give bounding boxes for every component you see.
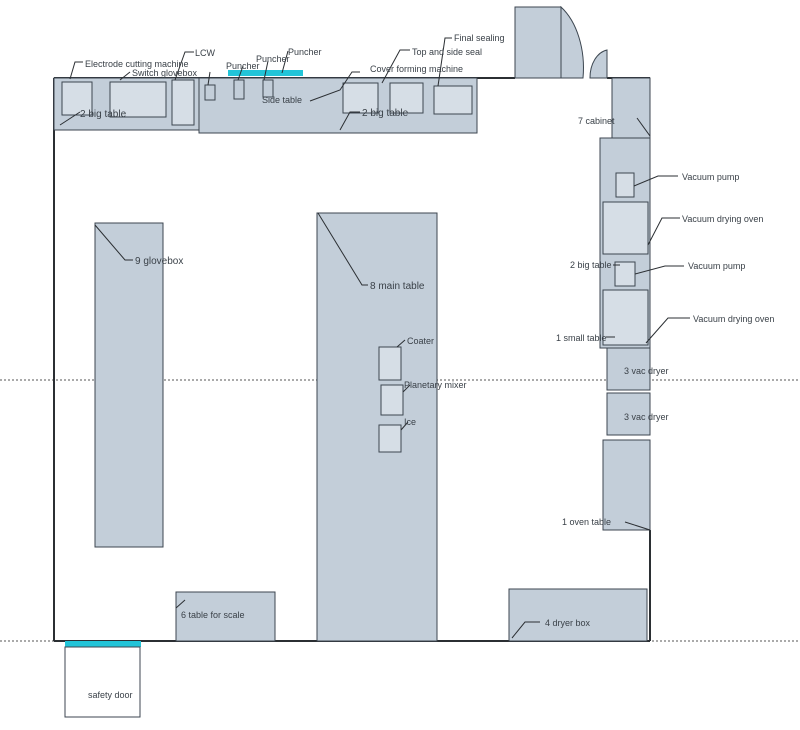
label-drying-box: 4 dryer box	[545, 618, 591, 628]
main-table	[316, 212, 438, 642]
equipment-bank-center	[198, 77, 478, 134]
switch-glove-box	[171, 79, 195, 126]
label-small-table-left: 2 big table	[80, 109, 127, 120]
label-vac-dryer-2: 3 vac dryer	[624, 412, 669, 422]
safety-door-band	[65, 641, 141, 647]
label-big-table-top: 2 big table	[362, 108, 409, 119]
lcw-unit	[204, 84, 216, 101]
label-big-table-right: 2 big table	[570, 260, 612, 270]
label-vacuum-pump-2: Vacuum pump	[688, 261, 745, 271]
label-coater: Coater	[407, 336, 434, 346]
label-puncher-3: Puncher	[288, 47, 322, 57]
safety-door-room[interactable]	[64, 646, 141, 718]
label-table-for-scale: 6 table for scale	[181, 610, 245, 620]
vacuum-pump-1-unit	[615, 172, 635, 198]
label-ice: Ice	[404, 417, 416, 427]
label-switch-glove: Switch glovebox	[132, 68, 198, 78]
label-vacuum-drying-oven-2: Vacuum drying oven	[693, 314, 774, 324]
puncher-unit-1	[233, 79, 245, 100]
label-vacuum-drying-oven-1: Vacuum drying oven	[682, 214, 763, 224]
coater-unit	[378, 346, 402, 381]
label-cutting-machine: Electrode cutting machine	[85, 59, 189, 69]
cover-forming-machine	[342, 82, 379, 114]
vac-dryer-1	[606, 347, 651, 391]
ice-unit	[378, 424, 402, 453]
label-safety-door: safety door	[88, 690, 133, 700]
label-final-sealing: Final sealing	[454, 33, 505, 43]
top-side-seal-machine	[389, 82, 424, 114]
label-puncher-2: Puncher	[256, 54, 290, 64]
oven-table	[602, 439, 651, 531]
leader-lines	[59, 37, 690, 639]
puncher-unit-2	[262, 79, 274, 98]
label-lcw: LCW	[195, 48, 216, 58]
cutting-machine	[109, 81, 167, 118]
label-planetary-mixer: Planetary mixer	[404, 380, 467, 390]
label-side-table: Side table	[262, 95, 302, 105]
small-table-top	[61, 81, 93, 116]
glovebox	[94, 222, 164, 548]
vac-dryer-2	[606, 392, 651, 436]
cabinet	[611, 77, 651, 139]
label-vacuum-pump-1: Vacuum pump	[682, 172, 739, 182]
table-for-scale	[175, 591, 276, 642]
planetary-mixer-unit	[380, 384, 404, 416]
top-door[interactable]	[514, 5, 608, 79]
label-vac-dryer-1: 3 vac dryer	[624, 366, 669, 376]
label-glovebox: 9 glovebox	[135, 256, 183, 267]
label-puncher-1: Puncher	[226, 61, 260, 71]
label-top-side-seal: Top and side seal	[412, 47, 482, 57]
label-main-table: 8 main table	[370, 281, 425, 292]
label-oven-table: 1 oven table	[562, 517, 611, 527]
vacuum-drying-oven-2-unit	[602, 289, 649, 346]
label-cabinet: 7 cabinet	[578, 116, 615, 126]
label-cover-forming: Cover forming machine	[370, 64, 463, 74]
vacuum-pump-2-unit	[614, 261, 636, 287]
label-small-table-right: 1 small table	[556, 333, 607, 343]
drying-box	[508, 588, 648, 642]
vacuum-drying-oven-1-unit	[602, 201, 649, 255]
final-sealing-machine	[433, 85, 473, 115]
